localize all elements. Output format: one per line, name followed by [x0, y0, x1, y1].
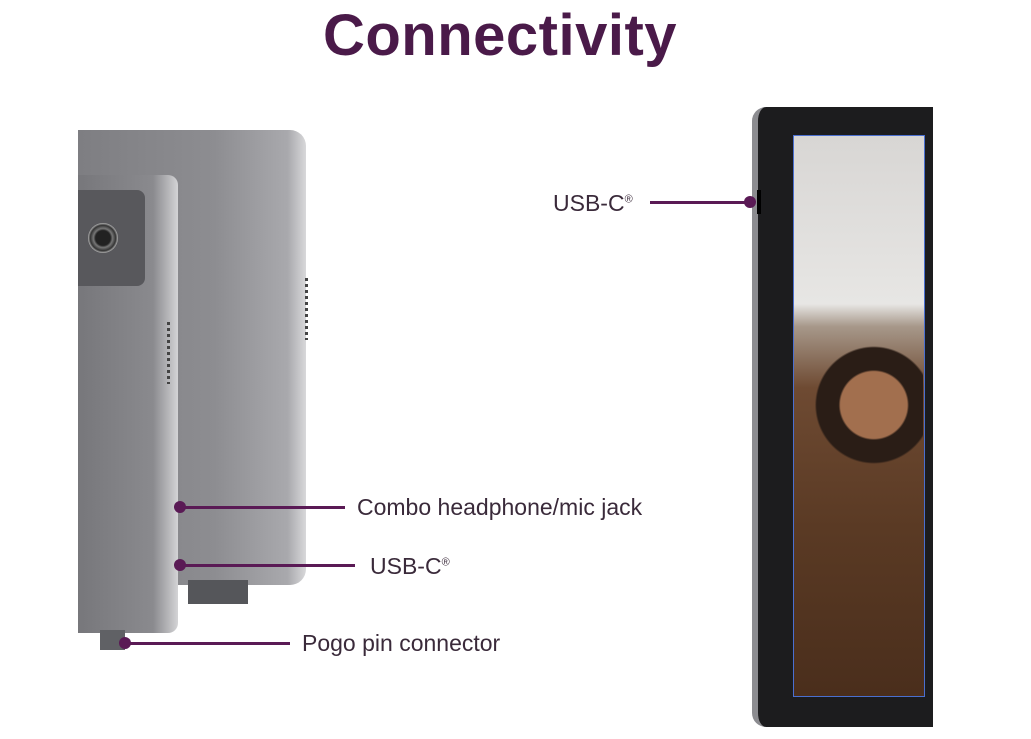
- registered-mark: ®: [624, 193, 633, 206]
- callout-line: [180, 506, 345, 509]
- callout-line: [125, 642, 290, 645]
- usb-port: [757, 190, 761, 214]
- speaker-grille: [167, 322, 170, 384]
- person-photo: [800, 345, 923, 465]
- callout-label: USB-C: [370, 553, 442, 579]
- page-title: Connectivity: [322, 3, 678, 68]
- callout-line: [650, 201, 750, 204]
- callout-label: USB-C: [553, 190, 625, 216]
- callout-pogo: Pogo pin connector: [302, 630, 501, 656]
- kickstand-tab: [188, 580, 248, 604]
- speaker-grille: [305, 278, 308, 340]
- callout-usbc-top: USB-C®: [553, 190, 633, 217]
- callout-dot: [174, 501, 186, 513]
- callout-dot: [174, 559, 186, 571]
- callout-combo-jack: Combo headphone/mic jack: [357, 494, 643, 520]
- callout-dot: [744, 196, 756, 208]
- pogo-connector: [100, 630, 125, 650]
- callout-dot: [119, 637, 131, 649]
- camera-lens-icon: [88, 223, 118, 253]
- registered-mark: ®: [441, 556, 450, 569]
- callout-usbc-side: USB-C®: [370, 553, 450, 580]
- callout-line: [180, 564, 355, 567]
